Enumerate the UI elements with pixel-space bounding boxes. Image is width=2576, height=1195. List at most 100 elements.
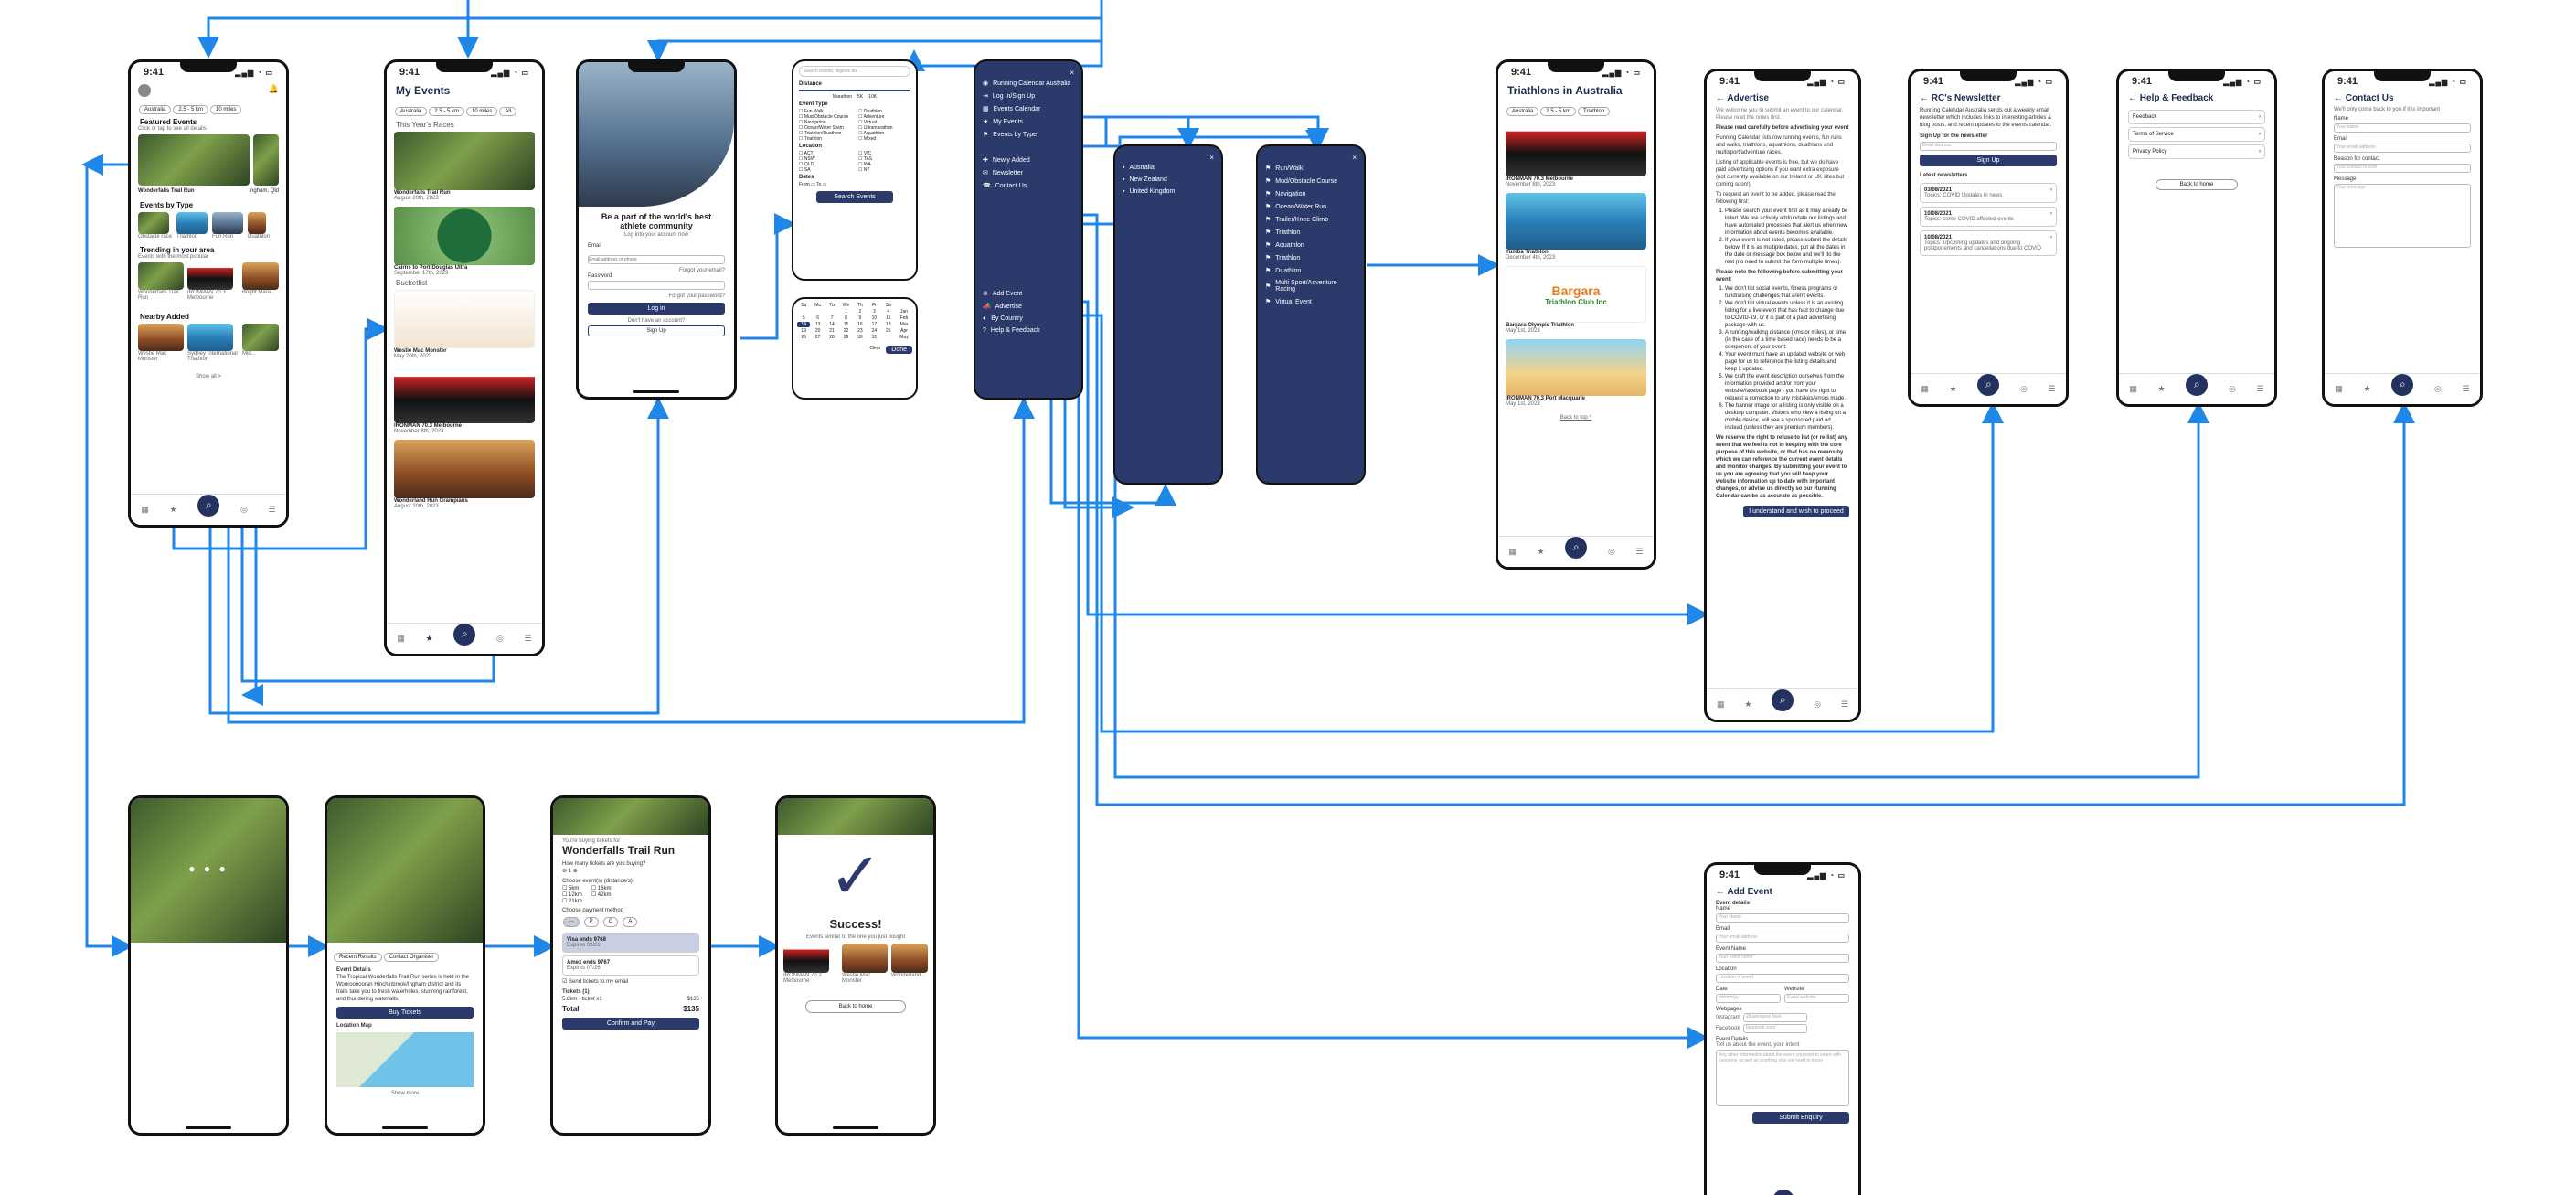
name-field[interactable]: Your name [2334, 123, 2471, 133]
type-item[interactable]: ⚑Virtual Event [1265, 298, 1312, 306]
instagram-field[interactable]: @username here [1743, 1013, 1807, 1022]
loc-checkbox[interactable]: ☐ NSW [799, 156, 815, 162]
email-field[interactable]: Your email address [2334, 144, 2471, 153]
back-home-button[interactable]: Back to home [2156, 179, 2238, 190]
loc-checkbox[interactable]: ☐ NT [858, 167, 870, 173]
date-from[interactable]: From [799, 182, 810, 187]
menu-item-calendar[interactable]: ▦Events Calendar [983, 105, 1041, 113]
password-field[interactable] [588, 281, 725, 290]
calendar-icon[interactable]: ▦ [397, 634, 405, 643]
filter-chip[interactable]: All [499, 107, 517, 116]
type-item[interactable]: ⚑Mud/Obstacle Course [1265, 177, 1337, 186]
similar-card[interactable]: Wonderland... [891, 944, 928, 984]
menu-item-add-event[interactable]: ⊕Add Event [983, 290, 1023, 298]
star-icon[interactable]: ★ [1537, 547, 1545, 556]
type-checkbox[interactable]: ☐ Adventure [858, 114, 885, 120]
menu-icon[interactable]: ☰ [524, 634, 532, 643]
forgot-email-link[interactable]: Forgot your email? [678, 268, 725, 273]
user-icon[interactable]: ◎ [496, 634, 504, 643]
menu-icon[interactable]: ☰ [1840, 699, 1849, 709]
type-card[interactable]: Duathlon [248, 212, 270, 240]
country-item[interactable]: ▪New Zealand [1123, 176, 1167, 183]
confirm-pay-button[interactable]: Confirm and Pay [562, 1018, 699, 1030]
dist-checkbox[interactable]: ☐ 16km [591, 886, 612, 891]
menu-item-login[interactable]: ⇥Log In/Sign Up [983, 92, 1036, 101]
signup-button[interactable]: Sign Up [588, 325, 725, 336]
show-more-link[interactable]: Show more [390, 1091, 420, 1096]
nearby-card[interactable]: Sydney International Triathlon [187, 324, 239, 362]
help-item-terms[interactable]: Terms of Service› [2128, 127, 2265, 142]
paypal-option[interactable]: P [583, 917, 599, 927]
name-field[interactable]: Your Name [1716, 913, 1849, 923]
card-option[interactable]: ▭ [563, 917, 580, 927]
search-icon[interactable] [1772, 1190, 1794, 1195]
message-field[interactable]: Your message [2334, 184, 2471, 248]
featured-image-2[interactable] [252, 134, 279, 186]
type-item[interactable]: ⚑Multi Sport/Adventure Racing [1265, 280, 1337, 293]
details-field[interactable]: Any other information about the event yo… [1716, 1050, 1849, 1106]
star-icon[interactable]: ★ [2157, 384, 2166, 393]
date-field[interactable]: dd/mm/yy [1716, 994, 1781, 1003]
type-checkbox[interactable]: ☐ Triathlon [799, 136, 823, 142]
country-chip[interactable]: Australia [139, 105, 172, 114]
back-arrow-icon[interactable]: ← [1716, 887, 1725, 897]
type-checkbox[interactable]: ☐ Virtual [858, 120, 877, 125]
calendar-icon[interactable]: ▦ [2335, 384, 2343, 393]
trending-card[interactable]: Wonderfalls Trail Run [138, 262, 184, 301]
buy-tickets-button[interactable]: Buy Tickets [336, 1007, 474, 1019]
login-button[interactable]: Log in [588, 303, 725, 315]
show-all-link[interactable]: Show all > [196, 374, 221, 379]
menu-item-contact[interactable]: ☎Contact Us [983, 182, 1027, 190]
back-arrow-icon[interactable]: ← [1716, 93, 1725, 103]
search-events-button[interactable]: Search Events [816, 191, 893, 203]
type-checkbox[interactable]: ☐ Mud/Obstacle Course [799, 114, 849, 120]
loc-checkbox[interactable]: ☐ QLD [799, 162, 814, 167]
type-checkbox[interactable]: ☐ Ocean/Water Swim [799, 125, 844, 131]
star-icon[interactable]: ★ [169, 505, 177, 514]
filter-chip[interactable]: 2.5 - 5 km [1540, 107, 1577, 116]
newsletter-card[interactable]: 10/08/2021 ›Topics: some COVID affected … [1920, 207, 2057, 227]
type-checkbox[interactable]: ☐ Triathlon/Duathlon [799, 131, 842, 136]
type-card[interactable]: Obstacle race [138, 212, 172, 240]
type-checkbox[interactable]: ☐ Fun Walk [799, 109, 824, 114]
user-icon[interactable]: ◎ [2434, 384, 2442, 393]
facebook-field[interactable]: facebook.com/ [1743, 1024, 1807, 1033]
menu-item-newsletter[interactable]: ✉Newsletter [983, 169, 1023, 177]
back-to-top-link[interactable]: Back to top ^ [1559, 415, 1592, 421]
dist-checkbox[interactable]: ☐ 5km [562, 886, 580, 891]
menu-item-country[interactable]: ◐By Country [983, 315, 1023, 322]
help-item-feedback[interactable]: Feedback› [2128, 110, 2265, 124]
type-checkbox[interactable]: ☐ Duathlon [858, 109, 882, 114]
location-map[interactable] [336, 1032, 474, 1087]
distance-chip[interactable]: 2.5 - 5 km [173, 105, 209, 114]
dist-checkbox[interactable]: ☐ 12km [562, 892, 582, 898]
type-item[interactable]: ⚑Triathlon [1265, 254, 1301, 262]
menu-item-by-type[interactable]: ⚑Events by Type [983, 131, 1038, 139]
submit-button[interactable]: Submit Enquiry [1752, 1112, 1849, 1124]
menu-icon[interactable]: ☰ [268, 505, 276, 514]
type-item[interactable]: ⚑Aquathlon [1265, 241, 1304, 250]
email-field[interactable]: Email address [1920, 142, 2057, 151]
user-icon[interactable]: ◎ [1608, 547, 1615, 556]
menu-icon[interactable]: ☰ [2048, 384, 2056, 393]
dist-checkbox[interactable]: ☐ 42km [591, 892, 612, 898]
trending-card[interactable]: Bright Mara... [242, 262, 279, 301]
type-checkbox[interactable]: ☐ Ultramarathon [858, 125, 893, 131]
similar-card[interactable]: Westie Mac Monster [842, 944, 888, 984]
similar-card[interactable]: IRONMAN 70.3 Melbourne [783, 944, 838, 984]
type-item[interactable]: ⚑Triathlon [1265, 229, 1301, 237]
back-arrow-icon[interactable]: ← [2334, 93, 2343, 103]
newsletter-card[interactable]: 10/08/2021 ›Topics: Upcoming updates and… [1920, 230, 2057, 256]
calendar-icon[interactable]: ▦ [1921, 384, 1929, 393]
menu-icon[interactable]: ☰ [2256, 384, 2264, 393]
calendar-icon[interactable]: ▦ [2129, 384, 2137, 393]
loc-checkbox[interactable]: ☐ WA [858, 162, 871, 167]
